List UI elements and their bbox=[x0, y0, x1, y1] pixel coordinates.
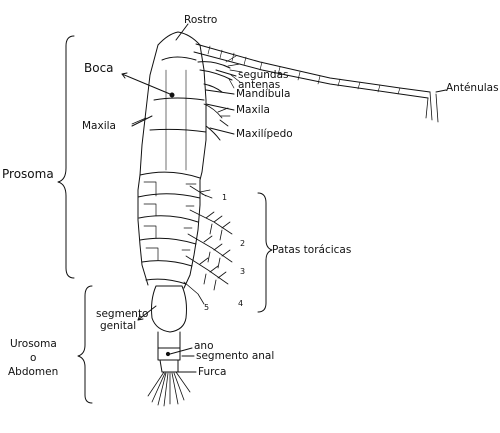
label-maxila-right: Maxila bbox=[236, 104, 270, 116]
maxilipedo-pointer bbox=[209, 127, 235, 135]
leg-number-4: 4 bbox=[238, 299, 244, 308]
label-ano: ano bbox=[194, 340, 214, 352]
leg-number-3: 3 bbox=[240, 267, 246, 276]
leg-4 bbox=[185, 255, 229, 291]
leg-3 bbox=[187, 233, 233, 269]
body-left-outline bbox=[137, 44, 159, 286]
antennule bbox=[195, 43, 431, 93]
label-urosoma: Urosoma bbox=[10, 338, 57, 350]
label-genital: genital bbox=[100, 320, 137, 332]
genital-pointer bbox=[137, 305, 157, 321]
label-rostro: Rostro bbox=[184, 14, 218, 26]
mandible-appendage bbox=[203, 83, 223, 93]
label-antenulas: Anténulas bbox=[446, 82, 499, 94]
leg-number-2: 2 bbox=[240, 239, 246, 248]
label-segundas-antenas: segundas antenas bbox=[238, 69, 289, 91]
maxilliped-appendage bbox=[205, 125, 221, 141]
prosoma-brace bbox=[57, 35, 75, 279]
leg-number-5: 5 bbox=[204, 303, 210, 312]
maxila-right-pointer bbox=[205, 103, 235, 111]
mandibula-pointer bbox=[205, 89, 235, 95]
leg-2 bbox=[189, 209, 233, 241]
rostro-pointer bbox=[175, 23, 189, 41]
label-boca: Boca bbox=[84, 61, 114, 75]
label-maxila-left: Maxila bbox=[82, 120, 116, 132]
label-patas-toracicas: Patas torácicas bbox=[272, 244, 352, 256]
leg-1 bbox=[189, 185, 213, 199]
leg-number-1: 1 bbox=[222, 193, 228, 202]
boca-pointer bbox=[121, 73, 171, 95]
label-furca: Furca bbox=[198, 366, 227, 378]
antenulas-pointer bbox=[435, 89, 447, 93]
label-maxilipedo: Maxilípedo bbox=[236, 128, 293, 140]
label-segmento: segmento bbox=[96, 308, 149, 320]
ano-pointer bbox=[169, 347, 193, 355]
genital-segment bbox=[151, 285, 187, 333]
segundas-antenas-pointer bbox=[215, 69, 237, 77]
label-segmento-anal: segmento anal bbox=[196, 350, 275, 362]
second-antenna bbox=[197, 61, 233, 81]
leg-5 bbox=[183, 281, 205, 305]
label-mandibula: Mandíbula bbox=[236, 88, 291, 100]
patas-brace bbox=[257, 192, 273, 313]
label-prosoma: Prosoma bbox=[2, 167, 54, 181]
label-abdomen: Abdomen bbox=[8, 366, 59, 378]
urosoma-brace bbox=[77, 285, 93, 404]
furca-setae bbox=[147, 371, 191, 407]
label-o: o bbox=[30, 352, 37, 364]
head-outline bbox=[157, 31, 207, 181]
maxila-left-pointer bbox=[131, 115, 153, 127]
maxilla-right-appendage bbox=[203, 103, 231, 127]
